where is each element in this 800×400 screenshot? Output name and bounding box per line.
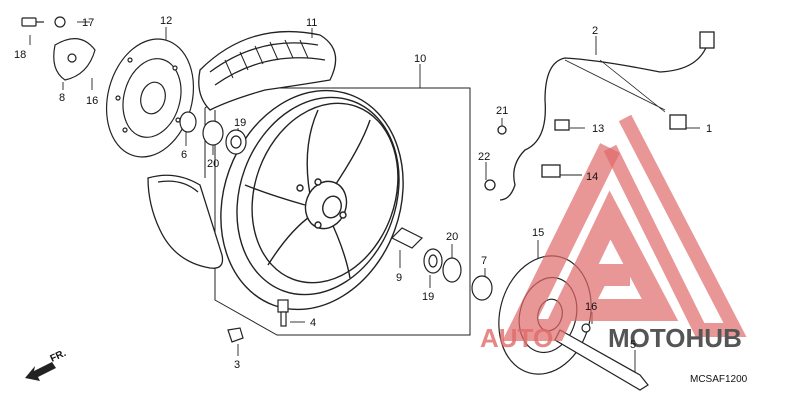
part-label-14: 14 [586, 171, 598, 183]
pulser-ring-drawing [21, 16, 96, 81]
part-label-19-right: 19 [422, 291, 434, 303]
watermark-brand-left: AUTO [480, 323, 553, 353]
part-label-20-left: 20 [207, 158, 219, 170]
part-label-16-left: 16 [86, 95, 98, 107]
part-label-1: 1 [706, 123, 712, 135]
part-label-9: 9 [396, 272, 402, 284]
part-label-12: 12 [160, 15, 172, 27]
watermark-brand-right: MOTOHUB [608, 323, 742, 353]
watermark-logo-icon [502, 114, 747, 341]
part-label-15: 15 [532, 227, 544, 239]
part-label-4: 4 [310, 317, 316, 329]
right-hub-parts-drawing [390, 227, 493, 301]
leader-lines [29, 21, 700, 372]
part-label-21: 21 [496, 105, 508, 117]
direction-label: FR. [49, 348, 68, 365]
part-label-11: 11 [306, 17, 317, 29]
left-hub-parts-drawing [179, 111, 247, 155]
part-label-2: 2 [592, 25, 598, 37]
front-tire-drawing [147, 30, 337, 269]
part-label-3: 3 [234, 359, 240, 371]
part-label-5: 5 [630, 339, 636, 351]
part-label-19-left: 19 [234, 117, 246, 129]
valve-drawing [227, 299, 289, 343]
part-label-20-right: 20 [446, 231, 458, 243]
part-label-22: 22 [478, 151, 490, 163]
watermark: AUTO MOTOHUB [480, 114, 747, 353]
part-label-18: 18 [14, 49, 26, 61]
front-direction-indicator: FR. [25, 348, 68, 381]
diagram-code: MCSAF1200 [690, 374, 748, 385]
front-arrow-icon [25, 362, 56, 381]
part-label-16-right: 16 [585, 301, 597, 313]
left-brake-disc-drawing [105, 38, 195, 158]
part-label-6: 6 [181, 149, 187, 161]
part-label-13: 13 [592, 123, 604, 135]
part-label-7: 7 [481, 255, 487, 267]
part-labels: 17 18 8 16 12 11 10 2 1 13 14 21 22 6 19… [14, 15, 712, 371]
part-label-8: 8 [59, 92, 65, 104]
part-label-10: 10 [414, 53, 426, 65]
wheel-rim-drawing [220, 89, 404, 311]
speed-sensor-cable-drawing [484, 31, 715, 201]
part-label-17: 17 [82, 17, 94, 29]
